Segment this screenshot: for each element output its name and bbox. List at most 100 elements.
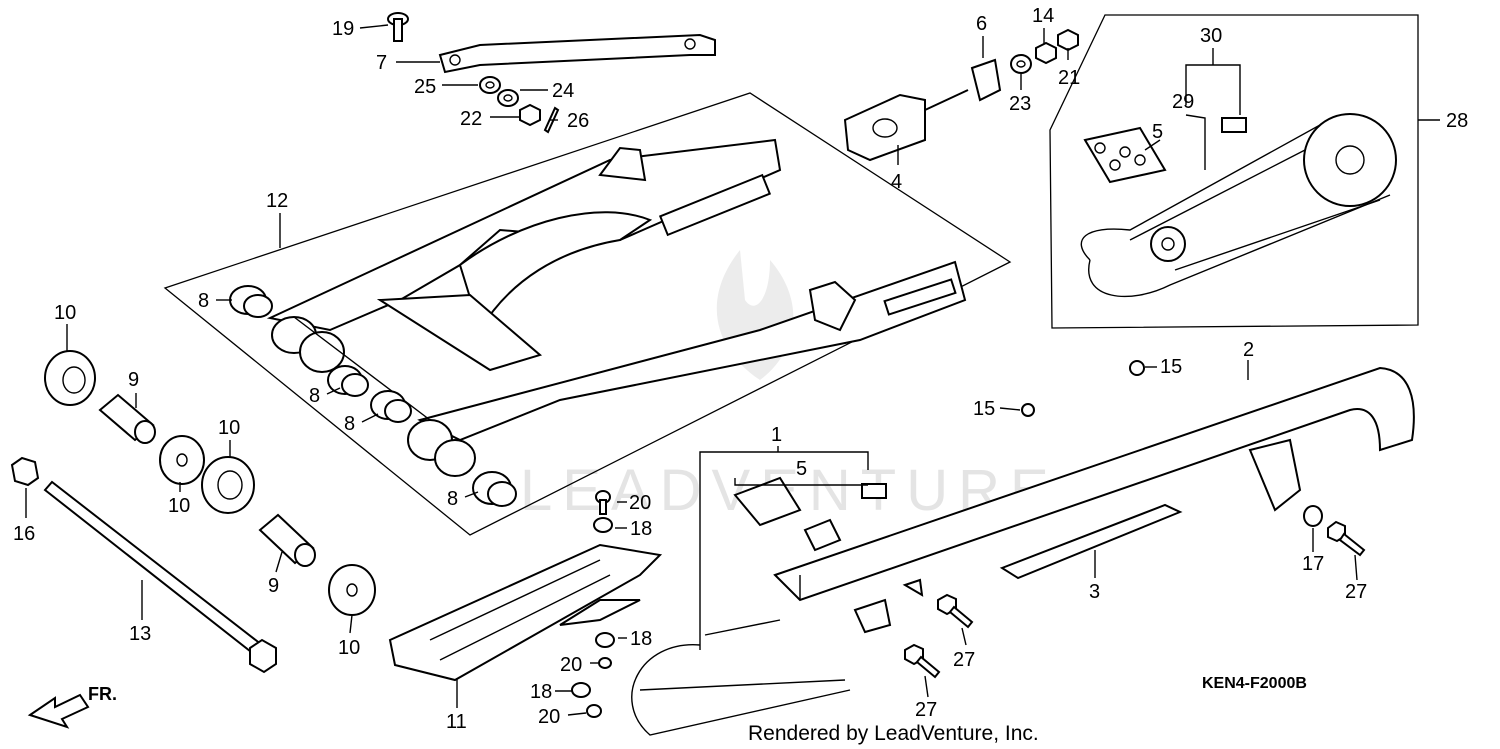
collar-18-lower[interactable] xyxy=(571,682,591,698)
chain-slider[interactable] xyxy=(388,543,663,682)
bolt-19[interactable] xyxy=(387,12,409,42)
callout-1: 1 xyxy=(771,424,782,446)
callouts: 19 7 25 24 22 26 4 6 14 21 23 30 29 5 28… xyxy=(13,5,1468,733)
callout-3: 3 xyxy=(1089,581,1100,603)
callout-21: 21 xyxy=(1058,67,1080,89)
callout-8-lower: 8 xyxy=(344,413,355,435)
callout-28: 28 xyxy=(1446,110,1468,132)
leader-lines xyxy=(25,24,1440,716)
nut-21[interactable] xyxy=(1057,28,1079,52)
callout-18-mid: 18 xyxy=(630,628,652,650)
callout-27-right: 27 xyxy=(1345,581,1367,603)
master-link-kit-28[interactable] xyxy=(1083,126,1167,184)
callout-27-lower: 27 xyxy=(915,699,937,721)
swingarm-bushing-bottom[interactable] xyxy=(472,471,517,507)
grommet-15-left[interactable] xyxy=(1021,403,1035,417)
bolt-20-lower[interactable] xyxy=(586,704,602,718)
joint-kit-bracket xyxy=(699,451,869,650)
bolt-20-upper[interactable] xyxy=(595,490,611,515)
callout-10-washer: 10 xyxy=(168,495,190,517)
washer-10-mid[interactable] xyxy=(159,435,205,485)
render-credit: Rendered by LeadVenture, Inc. xyxy=(748,722,1039,745)
chain-adjuster-plate[interactable] xyxy=(438,33,716,74)
chain-guide-plate[interactable] xyxy=(999,503,1183,580)
callout-15-left: 15 xyxy=(973,398,995,420)
drive-chain[interactable] xyxy=(631,619,851,736)
callout-10-upper: 10 xyxy=(54,302,76,324)
swingarm-bushing-lower[interactable] xyxy=(370,390,412,423)
callout-18-lower: 18 xyxy=(530,681,552,703)
front-arrow-icon xyxy=(27,693,90,729)
swingarm-bushing-upper[interactable] xyxy=(229,285,273,318)
callout-20-upper: 20 xyxy=(629,492,651,514)
washer-10-lower[interactable] xyxy=(328,564,376,616)
callout-5-kit: 5 xyxy=(1152,121,1163,143)
adjuster-block-6[interactable] xyxy=(970,58,1002,102)
callout-18-upper: 18 xyxy=(630,518,652,540)
callout-22: 22 xyxy=(460,108,482,130)
spacer-9-lower[interactable] xyxy=(258,513,316,567)
callout-10-lower: 10 xyxy=(338,637,360,659)
bearing-10-mid[interactable] xyxy=(201,456,255,514)
bolt-27-right[interactable] xyxy=(1327,520,1366,557)
front-label: FR. xyxy=(88,684,117,704)
diagram-code: KEN4-F2000B xyxy=(1202,675,1307,692)
bolt-27-mid[interactable] xyxy=(937,593,974,629)
spacer-9-upper[interactable] xyxy=(98,393,156,444)
callout-11: 11 xyxy=(446,711,467,733)
callout-8-bottom: 8 xyxy=(447,488,458,510)
drive-sprocket[interactable] xyxy=(1150,226,1186,262)
bolt-20-mid[interactable] xyxy=(598,657,612,669)
chain-adjuster[interactable] xyxy=(843,89,969,162)
callout-25: 25 xyxy=(414,76,436,98)
callout-13: 13 xyxy=(129,623,151,645)
callout-16: 16 xyxy=(13,523,35,545)
callout-14: 14 xyxy=(1032,5,1054,27)
washer-23[interactable] xyxy=(1010,54,1032,74)
drive-chain-kit[interactable] xyxy=(1080,124,1391,297)
callout-7: 7 xyxy=(376,52,387,74)
callout-9-lower: 9 xyxy=(268,575,279,597)
bolt-27-lower[interactable] xyxy=(904,643,941,679)
callout-17: 17 xyxy=(1302,553,1324,575)
nut-14[interactable] xyxy=(1035,41,1057,65)
callout-27-mid: 27 xyxy=(953,649,975,671)
callout-10-bearing: 10 xyxy=(218,417,240,439)
callout-4: 4 xyxy=(891,171,902,193)
nut-22[interactable] xyxy=(519,103,541,127)
label-30 xyxy=(1221,117,1247,133)
callout-19: 19 xyxy=(332,18,354,40)
grommet-15-right[interactable] xyxy=(1129,360,1145,376)
callout-12: 12 xyxy=(266,190,288,212)
collar-18-mid[interactable] xyxy=(595,632,615,648)
callout-24: 24 xyxy=(552,80,574,102)
callout-5-joint: 5 xyxy=(796,458,807,480)
callout-26: 26 xyxy=(567,110,589,132)
callout-8-mid: 8 xyxy=(309,385,320,407)
axle-nut-16[interactable] xyxy=(10,456,40,487)
callout-8-upper: 8 xyxy=(198,290,209,312)
swingarm-group-box xyxy=(163,92,1012,536)
swingarm[interactable] xyxy=(266,138,967,477)
callout-2: 2 xyxy=(1243,339,1254,361)
chain-joint-kit[interactable] xyxy=(733,476,887,552)
washer-25[interactable] xyxy=(479,76,501,94)
washer-18-upper[interactable] xyxy=(593,517,613,533)
callout-23: 23 xyxy=(1009,93,1031,115)
swingarm-bushing-mid[interactable] xyxy=(327,365,369,397)
callout-9-upper: 9 xyxy=(128,369,139,391)
callout-6: 6 xyxy=(976,13,987,35)
rear-sprocket[interactable] xyxy=(1303,113,1397,207)
chain-kit-group-box xyxy=(1049,14,1419,329)
washer-24[interactable] xyxy=(497,89,519,107)
chain-case[interactable] xyxy=(773,366,1415,634)
callout-20-mid: 20 xyxy=(560,654,582,676)
pivot-axle-13[interactable] xyxy=(43,480,277,674)
washer-17[interactable] xyxy=(1303,505,1323,527)
callout-29: 29 xyxy=(1172,91,1194,113)
callout-20-lower: 20 xyxy=(538,706,560,728)
callout-30: 30 xyxy=(1200,25,1222,47)
callout-15-right: 15 xyxy=(1160,356,1182,378)
bearing-10-upper[interactable] xyxy=(44,350,96,406)
